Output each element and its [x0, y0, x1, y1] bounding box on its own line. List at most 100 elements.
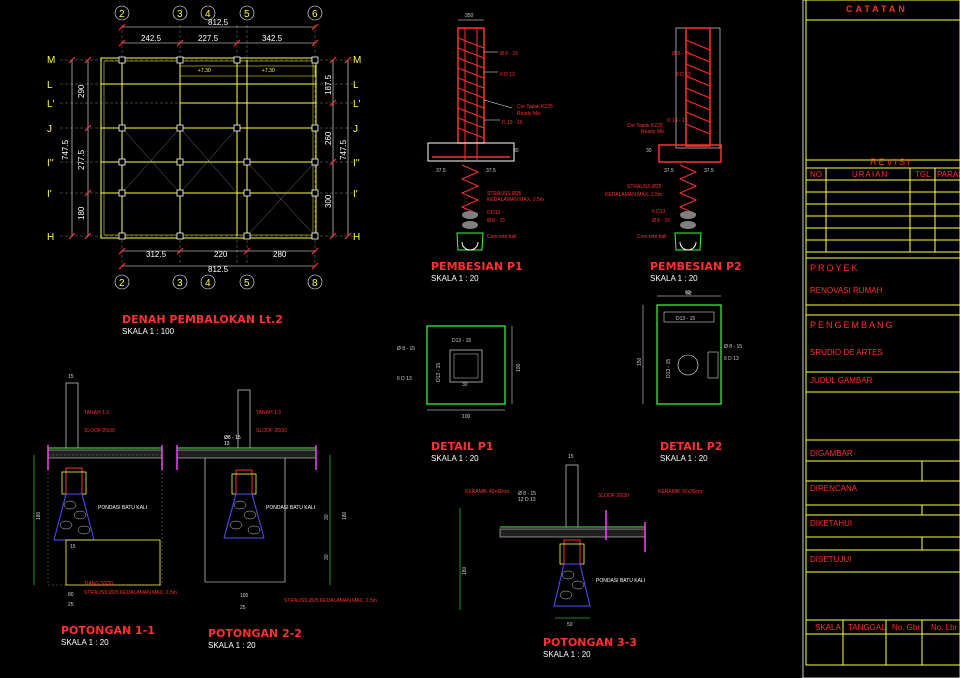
dp2-label-4: D13 - 15	[666, 359, 672, 378]
pot33-note-1: KERAMIK 40x40cm	[465, 489, 509, 495]
col-no-lbr: No. Lbr	[931, 623, 958, 632]
p2-note-1: Ø 8 - 15	[672, 51, 690, 57]
pot22-note-3: PONDASI BATU KALI	[266, 505, 315, 511]
axis-row-i2-left: I''	[47, 158, 54, 169]
detail-p1-title: DETAIL P1	[431, 440, 493, 453]
pot22-note-5: Ø8 - 15	[224, 435, 241, 441]
pot11-drawing: TANAH 1:3 SLOOF 20/30 PONDASI BATU KALI …	[33, 374, 177, 608]
dp1-label-5: 30	[462, 382, 468, 388]
p2-drawing: Ø 8 - 15 6 D 13 Cor Tapak K225 Ready Mix…	[605, 27, 722, 297]
col-skala: SKALA	[815, 623, 841, 632]
dim-right-total: 747.5	[339, 139, 348, 160]
pot33-note-5: PONDASI BATU KALI	[596, 578, 645, 584]
p2-dim-4: 60	[686, 291, 692, 297]
axis-row-l2-right: L'	[353, 99, 361, 110]
axis-top-6: 6	[312, 9, 318, 20]
axis-bottom-2: 2	[119, 278, 125, 289]
pot33-note-4: SLOOF 20/30	[598, 493, 629, 499]
axis-row-m-left: M	[47, 55, 55, 66]
axis-row-h-left: H	[47, 232, 54, 243]
col-no-gbr: No. Gbr	[892, 623, 920, 632]
pot33-dim-3: 180	[462, 566, 468, 575]
axis-row-i2-right: I''	[353, 158, 360, 169]
pot33-note-3: 12 D 13	[518, 497, 536, 503]
p1-drawing: 350 Ø 8 - 15 6 D 13 Cor Tapak K225 Ready…	[427, 13, 553, 251]
dim-bottom-part-1: 312.5	[146, 250, 167, 259]
judul-label: JUDUL GAMBAR	[810, 376, 873, 385]
axis-top-3: 3	[177, 9, 183, 20]
pot22-drawing: TANAH 1:3 SLOOF 20/30 PONDASI BATU KALI …	[176, 389, 377, 611]
dp1-label-6: 100	[462, 414, 471, 420]
proyek-label: PROYEK	[810, 263, 860, 273]
rev-col-no: NO	[810, 170, 822, 179]
axis-bottom-5: 5	[244, 278, 250, 289]
proyek-value: RENOVASI RUMAH	[810, 286, 883, 295]
level-label-2: +7.30	[262, 68, 275, 74]
p1-note-9: Ø 8 - 15	[487, 218, 505, 224]
axis-bottom-8: 8	[312, 278, 318, 289]
direncana-label: DIRENCANA	[810, 484, 858, 493]
plan-drawing: 812.5 242.5 227.5 342.5 312.5 220 280 81…	[47, 5, 361, 290]
axis-top-4: 4	[205, 9, 211, 20]
rev-col-tgl: TGL	[915, 170, 931, 179]
pot22-note-2: SLOOF 20/30	[256, 428, 287, 434]
dim-left-part-2: 277.5	[77, 149, 86, 170]
rev-col-paraf: PARAF	[937, 170, 960, 179]
dp1-label-1: D13 - 15	[452, 338, 471, 344]
axis-row-h-right: H	[353, 232, 360, 243]
p2-dim-3: 30	[646, 148, 652, 154]
pot11-dim-2: 80	[68, 592, 74, 598]
p2-note-6: STRAUSS Ø25	[627, 184, 662, 190]
pot33-note-2: Ø 8 - 15	[518, 491, 536, 497]
pot22-note-1: TANAH 1:3	[256, 410, 281, 416]
pot11-note-3: PONDASI BATU KALI	[98, 505, 147, 511]
axis-row-j-left: J	[47, 124, 52, 135]
dim-right-part-1: 187.5	[324, 74, 333, 95]
axis-row-m-right: M	[353, 55, 361, 66]
pot11-dim-5: 180	[36, 511, 42, 520]
pot22-note-8: 25	[240, 605, 246, 611]
pot11-dim-3: 25	[68, 602, 74, 608]
detail-p2-drawing: D13 - 15 Ø 8 - 15 6 D 13 D13 - 15 60 150	[637, 290, 742, 405]
col-tanggal: TANGGAL	[848, 623, 886, 632]
p2-note-5: D 13 - 15	[667, 118, 688, 124]
pot33-dim-2: 50	[567, 622, 573, 628]
disetujui-label: DISETUJUI	[810, 555, 851, 564]
dp1-label-7: 100	[516, 363, 522, 372]
pot11-note-2: SLOOF 20/30	[84, 428, 115, 434]
axis-top-2: 2	[119, 9, 125, 20]
dp2-label-2: Ø 8 - 15	[724, 344, 742, 350]
pot11-dim-1: 15	[68, 374, 74, 380]
revisi-label: REVISI	[870, 157, 912, 167]
p1-note-3: Cor Tapak K225	[517, 104, 553, 110]
pengembang-label: PENGEMBANG	[810, 320, 895, 330]
dim-left-part-3: 180	[77, 206, 86, 220]
axis-bottom-3: 3	[177, 278, 183, 289]
detail-p2-scale: SKALA 1 : 20	[660, 454, 708, 463]
dim-top-part-1: 242.5	[141, 34, 162, 43]
dp2-label-3: 6 D 13	[724, 356, 739, 362]
detail-p2-title: DETAIL P2	[660, 440, 722, 453]
p2-note-4: Ready Mix	[641, 129, 665, 135]
dp1-label-4: D13 - 15	[436, 363, 442, 382]
dim-left-part-1: 290	[77, 84, 86, 98]
dp1-label-3: 6 D 13	[397, 376, 412, 382]
dim-left-total: 747.5	[61, 139, 70, 160]
pot22-note-7: 100	[240, 593, 249, 599]
rev-col-uraian: URAIAN	[852, 170, 888, 179]
pot22-note-4: STRAUSS Ø25 KEDALAMAN MAX. 2.5m	[284, 598, 377, 604]
p2-scale: SKALA 1 : 20	[650, 274, 698, 283]
p2-note-7: KEDALAMAN MAX. 2.5m	[605, 192, 662, 198]
dp1-label-2: Ø 8 - 15	[397, 346, 415, 352]
dim-right-part-3: 300	[324, 194, 333, 208]
pot33-dim-1: 15	[568, 454, 574, 460]
dim-bottom-total: 812.5	[208, 265, 229, 274]
p2-dim-1: 37.5	[664, 168, 674, 174]
p2-note-9: Ø 8 - 15	[652, 218, 670, 224]
catatan-header: CATATAN	[846, 4, 908, 14]
pot33-drawing: KERAMIK 40x40cm Ø 8 - 15 12 D 13 SLOOF 2…	[459, 454, 702, 628]
p1-dim-2: 37.5	[486, 168, 496, 174]
dp2-label-1: D13 - 15	[676, 316, 695, 322]
pot22-title: POTONGAN 2-2	[208, 627, 302, 640]
p1-note-7: KEDALAMAN MAX. 2.5m	[487, 197, 544, 203]
